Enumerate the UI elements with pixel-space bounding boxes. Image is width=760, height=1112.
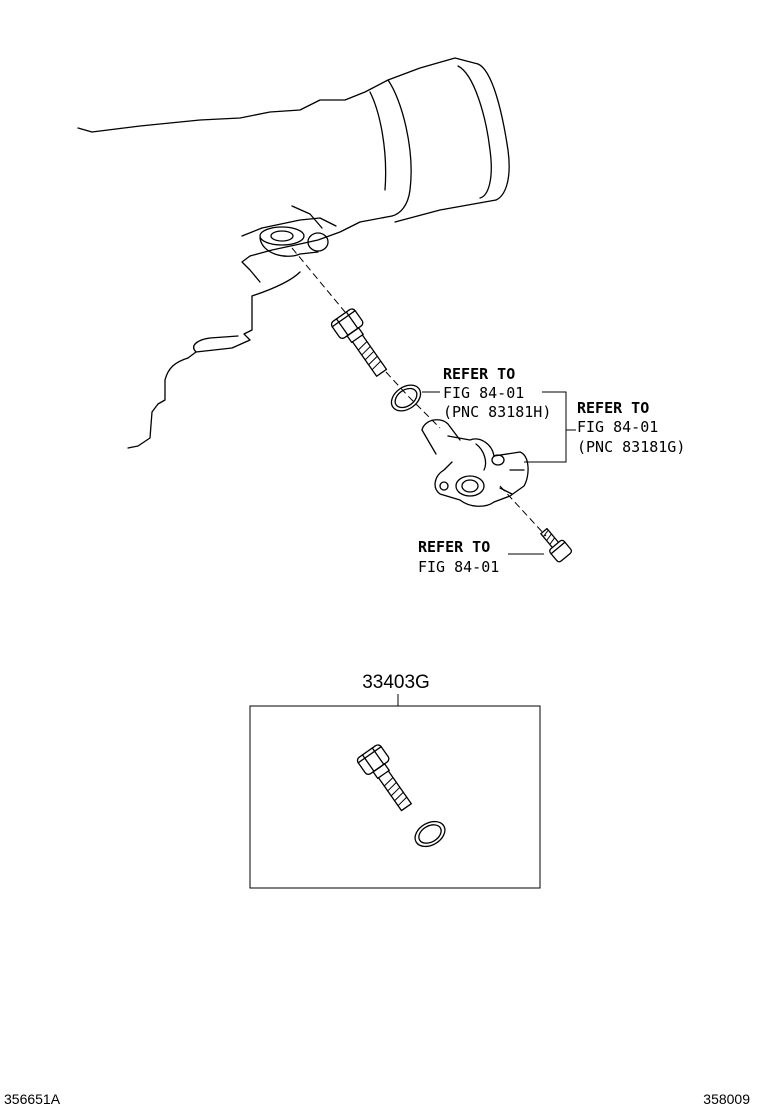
- callout-refer-sensor: REFER TO FIG 84-01 (PNC 83181G): [577, 399, 685, 456]
- leader-lines: [422, 391, 576, 555]
- sensor-bolt: [330, 308, 388, 377]
- transmission-housing: [77, 57, 510, 449]
- mounting-bolt: [540, 527, 573, 563]
- callout-line-1: REFER TO: [443, 365, 515, 383]
- callout-line-3: (PNC 83181H): [443, 403, 551, 421]
- kit-frame: [249, 705, 541, 889]
- kit-part-number: 33403G: [362, 672, 430, 693]
- callout-line-1: REFER TO: [577, 399, 649, 417]
- assembly-axis-line: [385, 371, 441, 429]
- kit-33403g: 33403G: [249, 672, 541, 889]
- callout-line-2: FIG 84-01: [443, 384, 524, 402]
- o-ring: [390, 384, 422, 412]
- callout-line-2: FIG 84-01: [577, 418, 658, 436]
- callout-refer-o-ring: REFER TO FIG 84-01 (PNC 83181H): [443, 365, 551, 421]
- speed-sensor: [421, 419, 529, 507]
- bolt-axis-line: [499, 485, 547, 537]
- footer-right-code: 358009: [703, 1091, 750, 1107]
- footer-left-code: 356651A: [4, 1091, 61, 1107]
- callout-line-3: (PNC 83181G): [577, 438, 685, 456]
- callout-line-1: REFER TO: [418, 538, 490, 556]
- callout-refer-bolt: REFER TO FIG 84-01: [418, 538, 499, 576]
- assembly-axis-line: [291, 247, 346, 313]
- kit-o-ring: [414, 820, 446, 848]
- kit-sensor-bolt: [356, 744, 412, 812]
- callout-line-2: FIG 84-01: [418, 558, 499, 576]
